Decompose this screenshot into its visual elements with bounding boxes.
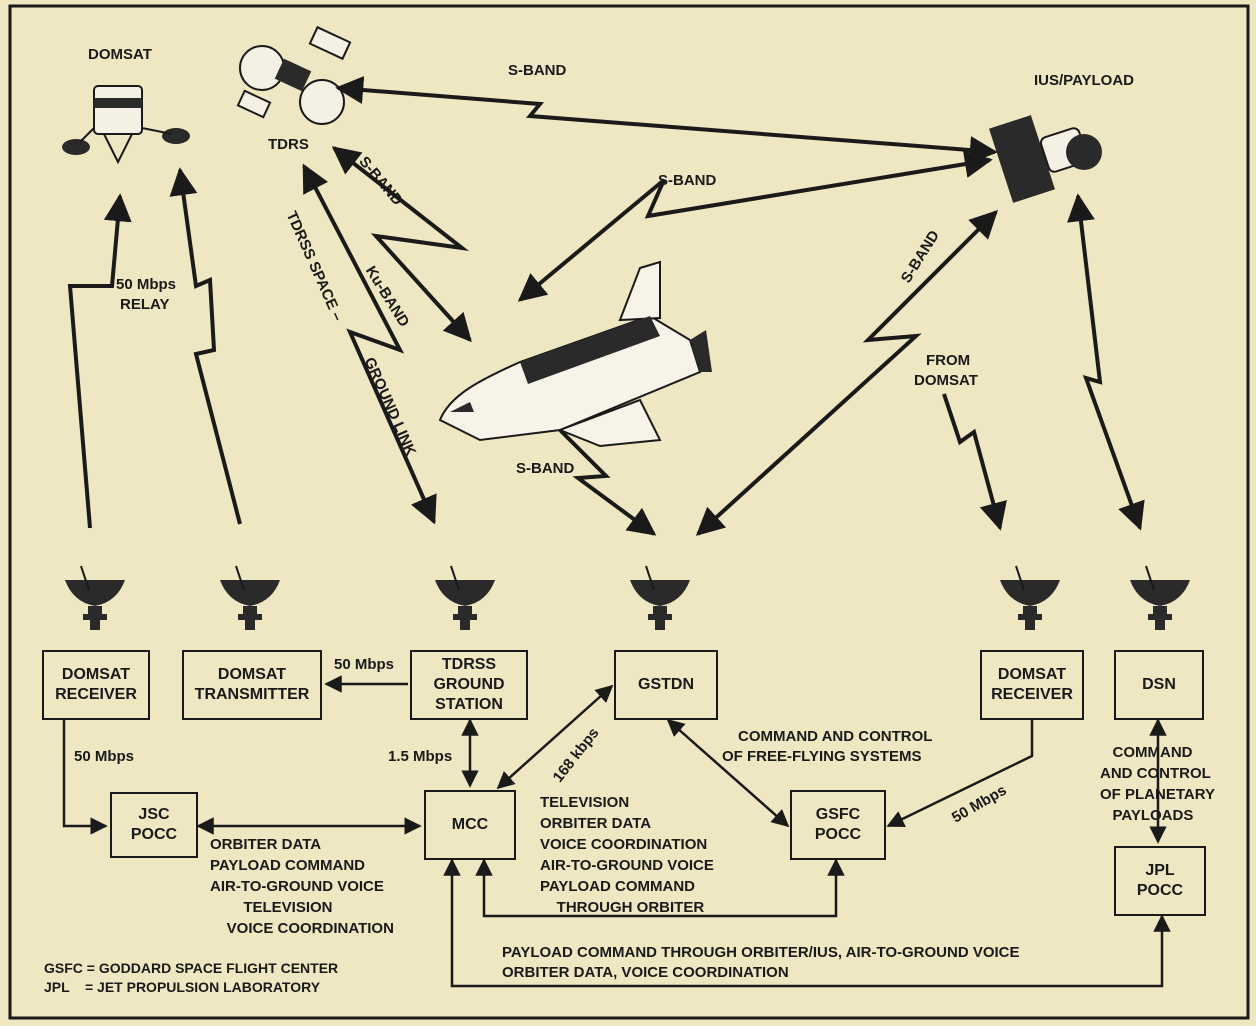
domsat-receiver-label: DOMSAT RECEIVER [991, 666, 1073, 703]
link-domsat-down [67, 193, 132, 529]
dish-icon [629, 565, 691, 631]
jsc-mcc-flow-list: ORBITER DATA PAYLOAD COMMAND AIR-TO-GROU… [210, 836, 394, 937]
link-space-ground [302, 163, 437, 525]
gsfc-pocc-label: GSFC POCC [814, 806, 862, 843]
link-from-domsat [942, 393, 1007, 531]
dish-icon [1129, 565, 1191, 631]
jsc-pocc-box: JSC POCC [110, 792, 198, 858]
bottom-flow-label: PAYLOAD COMMAND THROUGH ORBITER/IUS, AIR… [502, 944, 1020, 961]
frame-border [8, 4, 1250, 1020]
domsat-receiver-box: DOMSAT RECEIVER [980, 650, 1084, 720]
ius-payload-label: IUS/PAYLOAD [1034, 72, 1135, 89]
link-domsat-up [169, 167, 242, 525]
gstdn-box: GSTDN [614, 650, 718, 720]
jpl-pocc-label: JPL POCC [1136, 862, 1184, 899]
jpl-pocc-box: JPL POCC [1114, 846, 1206, 916]
mcc-label: MCC [451, 816, 489, 833]
line-mcc-jpl [443, 858, 1171, 988]
line-mcc-gstdn [496, 684, 614, 790]
planetary-flow-label: COMMAND AND CONTROL OF PLANETARY PAYLOAD… [1100, 744, 1215, 824]
ius-payload-satellite-icon [989, 115, 1102, 203]
from-domsat-label: DOMSAT [914, 372, 978, 389]
dish-icon [999, 565, 1061, 631]
jsc-pocc-label: JSC POCC [130, 806, 178, 843]
link-ius-dsn [1067, 193, 1145, 531]
s-band-label: S-BAND [508, 62, 567, 79]
gstdn-label: GSTDN [638, 676, 694, 693]
rate-label: 50 Mbps [74, 748, 135, 765]
domsat-transmitter-label: DOMSAT TRANSMITTER [194, 666, 310, 703]
line-gstdn-gsfc [666, 718, 790, 828]
s-band-label: S-BAND [658, 172, 717, 189]
tdrss-ground-station-label: TDRSS GROUND STATION [433, 656, 505, 713]
tdrs-label: TDRS [268, 136, 309, 153]
link-shuttle-ius [517, 150, 993, 302]
legend: GSFC = GODDARD SPACE FLIGHT CENTER JPL =… [44, 960, 339, 995]
mcc-gsfc-flow-list: TELEVISION ORBITER DATA VOICE COORDINATI… [540, 794, 714, 916]
free-flying-label: COMMAND AND CONTROL [738, 728, 933, 745]
domsat-satellite-icon [62, 85, 190, 165]
from-domsat-label: FROM [926, 352, 971, 369]
tdrss-ground-station-box: TDRSS GROUND STATION [410, 650, 528, 720]
rate-label: 1.5 Mbps [388, 748, 453, 765]
s-band-label: S-BAND [516, 460, 575, 477]
mcc-box: MCC [424, 790, 516, 860]
dish-icon [64, 565, 126, 631]
domsat-receiver-box: DOMSAT RECEIVER [42, 650, 150, 720]
relay-rate-label: 50 Mbps [116, 276, 177, 293]
bottom-flow-label: ORBITER DATA, VOICE COORDINATION [502, 964, 789, 981]
line-receiver-jsc [62, 720, 108, 835]
dsn-label: DSN [1142, 676, 1176, 693]
line-receiver-gsfc [886, 720, 1034, 828]
link-tdrs-ius [335, 76, 998, 165]
dish-icon [219, 565, 281, 631]
dish-icon [434, 565, 496, 631]
link-ius-gstdn [695, 210, 998, 536]
domsat-receiver-label: DOMSAT RECEIVER [55, 666, 137, 703]
domsat-transmitter-box: DOMSAT TRANSMITTER [182, 650, 322, 720]
free-flying-label: OF FREE-FLYING SYSTEMS [722, 748, 922, 765]
link-shuttle-gstdn [558, 428, 657, 536]
dsn-box: DSN [1114, 650, 1204, 720]
tdrs-satellite-icon [236, 25, 352, 125]
domsat-label: DOMSAT [88, 46, 152, 63]
relay-label: RELAY [120, 296, 170, 313]
space-shuttle-icon [438, 260, 712, 448]
gsfc-pocc-box: GSFC POCC [790, 790, 886, 860]
rate-label: 50 Mbps [334, 656, 395, 673]
